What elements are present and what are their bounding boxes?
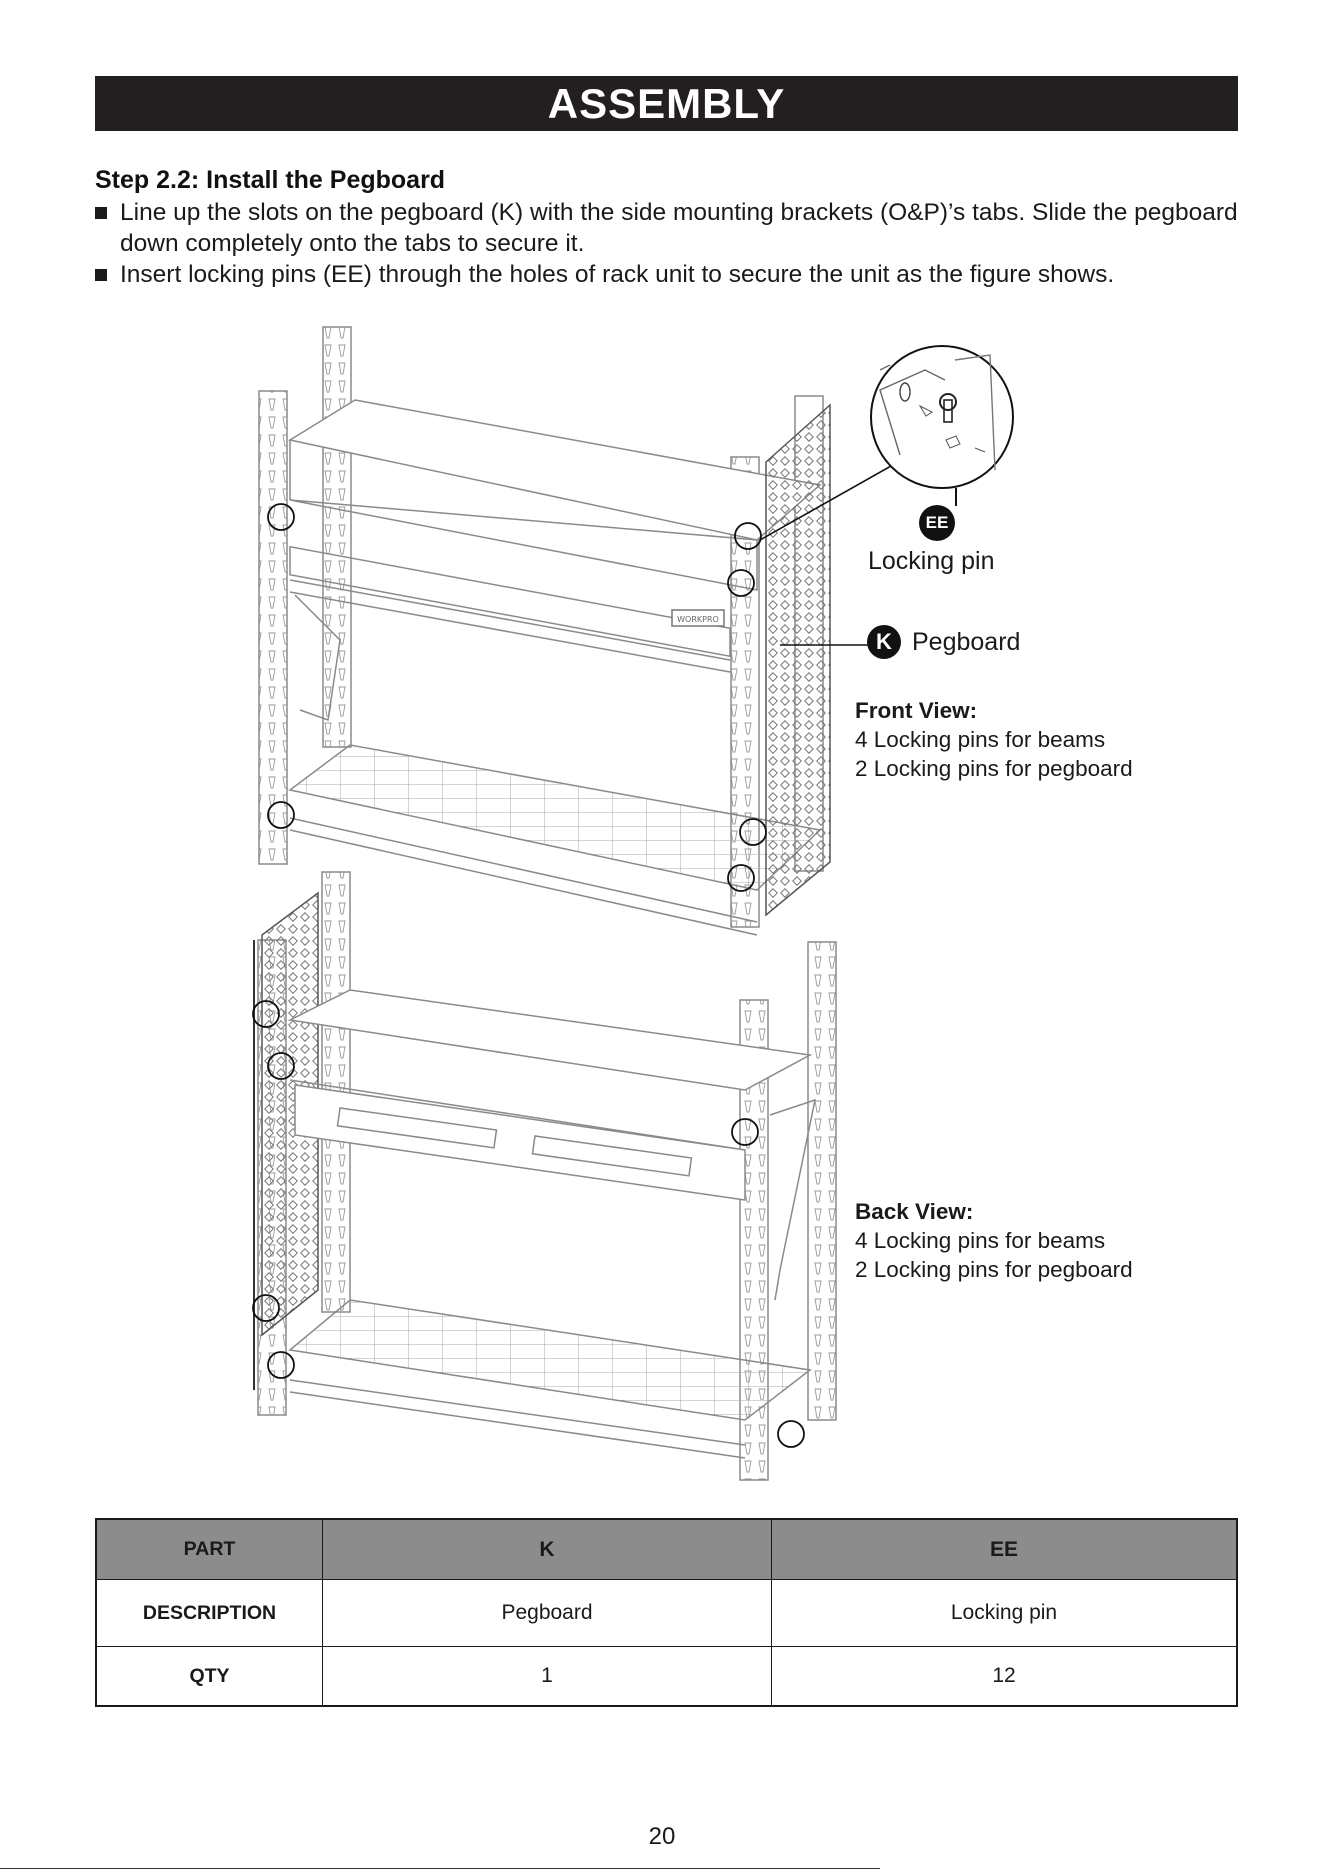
table-row-label: DESCRIPTION	[95, 1579, 323, 1647]
table-header-k: K	[322, 1518, 772, 1580]
back-view-rack	[253, 871, 837, 1481]
step-title: Step 2.2: Install the Pegboard	[95, 166, 446, 194]
table-header-row: PART K EE	[95, 1518, 1238, 1580]
bullet-square-icon	[95, 207, 107, 219]
front-view-title: Front View:	[855, 698, 978, 723]
instruction-item: Line up the slots on the pegboard (K) wi…	[95, 197, 1255, 259]
front-view-note: Front View: 4 Locking pins for beams 2 L…	[855, 696, 1133, 783]
instruction-item: Insert locking pins (EE) through the hol…	[95, 259, 1255, 290]
pegboard-label: Pegboard	[912, 628, 1021, 656]
table-row-qty: QTY 1 12	[95, 1646, 1238, 1707]
brand-plate-text: WORKPRO	[677, 615, 719, 624]
parts-table: PART K EE DESCRIPTION Pegboard Locking p…	[95, 1518, 1238, 1707]
back-locking-pin-markers	[252, 1000, 805, 1448]
back-view-line: 4 Locking pins for beams	[855, 1228, 1106, 1253]
table-header-ee: EE	[771, 1518, 1238, 1580]
front-view-rack	[258, 326, 824, 936]
part-badge-ee: EE	[919, 505, 955, 541]
section-header: ASSEMBLY	[95, 76, 1238, 131]
back-view-title: Back View:	[855, 1199, 974, 1224]
table-header-part: PART	[95, 1518, 323, 1580]
table-cell: Pegboard	[322, 1579, 772, 1647]
table-cell: 12	[771, 1646, 1238, 1707]
front-locking-pin-markers	[267, 503, 767, 892]
front-view-line: 2 Locking pins for pegboard	[855, 756, 1133, 781]
front-view-line: 4 Locking pins for beams	[855, 727, 1106, 752]
part-badge-k: K	[867, 625, 901, 659]
table-row-label: QTY	[95, 1646, 323, 1707]
instruction-text: Insert locking pins (EE) through the hol…	[120, 261, 1115, 288]
locking-pin-label: Locking pin	[868, 547, 995, 575]
back-view-line: 2 Locking pins for pegboard	[855, 1257, 1133, 1282]
table-cell: 1	[322, 1646, 772, 1707]
table-row-description: DESCRIPTION Pegboard Locking pin	[95, 1579, 1238, 1647]
section-title: ASSEMBLY	[547, 79, 786, 127]
footer-divider	[0, 1868, 880, 1869]
assembly-figure: WORKPRO	[252, 326, 1014, 1481]
page-number: 20	[648, 1823, 676, 1850]
pegboard-panel	[765, 403, 831, 917]
bullet-square-icon	[95, 269, 107, 281]
table-cell: Locking pin	[771, 1579, 1238, 1647]
back-view-note: Back View: 4 Locking pins for beams 2 Lo…	[855, 1197, 1133, 1284]
instruction-list: Line up the slots on the pegboard (K) wi…	[95, 197, 1255, 290]
locking-pin-detail-icon	[759, 345, 1014, 541]
instruction-text: Line up the slots on the pegboard (K) wi…	[120, 199, 1238, 257]
